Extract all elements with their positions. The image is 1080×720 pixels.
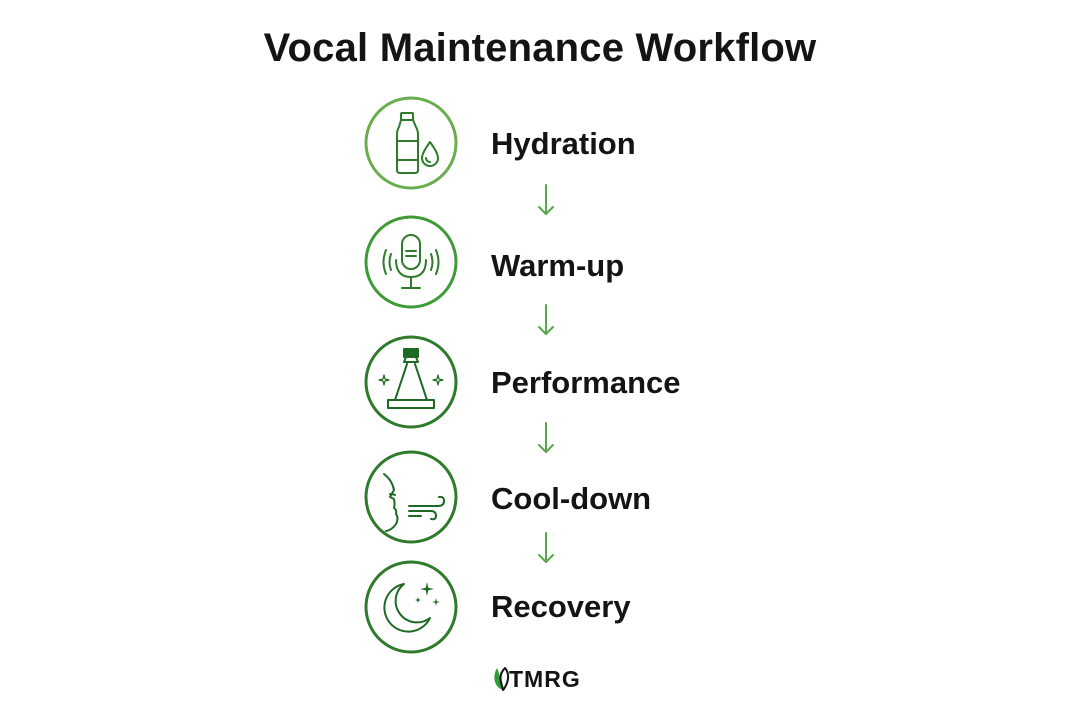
crescent-moon-stars-icon <box>364 560 458 654</box>
step-label-performance: Performance <box>491 365 681 400</box>
down-arrow-icon <box>538 422 554 453</box>
spotlight-stage-icon <box>364 335 458 429</box>
water-bottle-droplet-icon <box>364 96 458 190</box>
brand-logo: TMRG <box>490 662 581 696</box>
step-label-warm-up: Warm-up <box>491 248 625 283</box>
face-exhale-breath-icon <box>364 450 458 544</box>
leaf-icon <box>494 667 510 691</box>
down-arrow-icon <box>538 532 554 563</box>
logo-text: TMRG <box>509 665 581 692</box>
down-arrow-icon <box>538 304 554 335</box>
diagram-title: Vocal Maintenance Workflow <box>263 26 817 70</box>
step-label-hydration: Hydration <box>491 126 636 161</box>
down-arrow-icon <box>538 184 554 215</box>
microphone-sound-waves-icon <box>364 215 458 309</box>
step-label-cool-down: Cool-down <box>491 481 652 516</box>
step-label-recovery: Recovery <box>491 589 631 624</box>
